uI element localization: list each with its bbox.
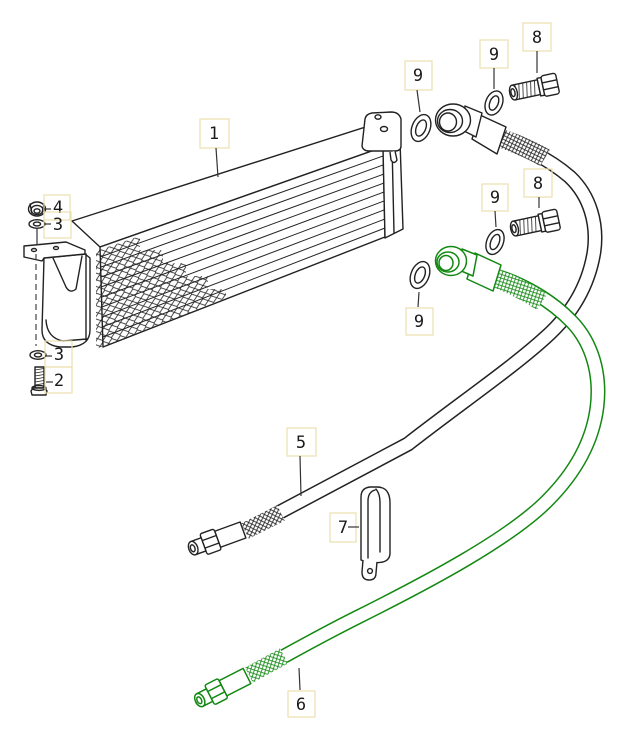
seal-washer-top-inner [484, 90, 504, 116]
hotspot-1[interactable] [199, 118, 230, 149]
retaining-clip [360, 486, 391, 581]
callout-label-8-top: 8 [532, 28, 542, 48]
leader-5 [299, 455, 302, 497]
hose6-banjo-fitting [434, 245, 502, 292]
hotspot-8-middle[interactable] [523, 168, 553, 198]
callout-9-middle[interactable]: 9 [481, 183, 509, 228]
hotspot-9-top-outer[interactable] [404, 60, 433, 91]
hose6-braid-top [489, 268, 548, 310]
callout-label-1: 1 [209, 124, 219, 144]
callout-5[interactable]: 5 [286, 427, 317, 497]
callout-label-6: 6 [296, 695, 306, 715]
callout-label-2: 2 [54, 371, 64, 391]
callout-label-9-top-outer: 9 [413, 66, 423, 86]
callout-6[interactable]: 6 [287, 667, 316, 718]
callout-3-upper[interactable]: 3 [43, 211, 72, 239]
oil-hose-upper [187, 103, 603, 556]
leader-9-top-outer [416, 89, 421, 113]
callout-label-9-top-inner: 9 [489, 45, 499, 65]
callout-9-lower[interactable]: 9 [405, 291, 434, 336]
cooler-mounting-tab [361, 111, 402, 164]
hose5-banjo-fitting [434, 103, 507, 155]
hose5-braid-top [493, 127, 550, 167]
seal-washer-top-outer [410, 113, 432, 143]
leader-9-middle [494, 210, 497, 228]
hotspot-3-upper[interactable] [43, 211, 72, 239]
leader-1 [215, 147, 219, 178]
callout-9-top-outer[interactable]: 9 [404, 60, 433, 113]
leader-6 [298, 667, 301, 691]
callouts: 1 4 3 3 2 9 9 [43, 22, 553, 718]
callout-4[interactable]: 4 [43, 194, 71, 221]
oil-cooler [71, 111, 404, 349]
bracket-hole [30, 247, 38, 253]
callout-label-9-lower: 9 [414, 312, 424, 332]
hotspot-2[interactable] [44, 366, 73, 394]
banjo-bolt-top [508, 72, 560, 101]
callout-8-middle[interactable]: 8 [523, 168, 553, 208]
hotspot-4[interactable] [43, 194, 71, 221]
callout-2[interactable]: 2 [44, 366, 73, 394]
callout-label-9-middle: 9 [490, 188, 500, 208]
bracket-hole [52, 245, 60, 251]
banjo-bolt-middle [509, 208, 561, 237]
hex-nut [27, 201, 47, 217]
hose5-braid-bottom [241, 505, 285, 539]
callout-7[interactable]: 7 [329, 512, 359, 543]
hotspot-9-lower[interactable] [405, 307, 434, 336]
cooler-fin-mesh [96, 236, 226, 349]
hotspot-5[interactable] [286, 427, 317, 457]
callout-label-3-upper: 3 [53, 215, 63, 235]
oil-hose-lower-highlighted [193, 245, 606, 708]
seal-washer-lower [409, 260, 431, 290]
hotspot-6[interactable] [287, 690, 316, 718]
callout-label-3-lower: 3 [54, 345, 64, 365]
callout-label-4: 4 [53, 198, 63, 218]
hose6-braid-bottom [244, 648, 289, 683]
callout-1[interactable]: 1 [199, 118, 230, 178]
lock-washer-lower [29, 350, 47, 361]
screw [30, 366, 48, 396]
lock-washer-upper [28, 218, 46, 229]
callout-label-5: 5 [296, 433, 306, 453]
callout-label-7: 7 [338, 518, 348, 538]
leader-9-lower [417, 291, 420, 308]
callout-9-top-inner[interactable]: 9 [479, 39, 509, 89]
callout-label-8-middle: 8 [533, 174, 543, 194]
bracket-notch [52, 255, 83, 292]
callout-8-top[interactable]: 8 [522, 22, 552, 73]
hose5-end-fitting [187, 521, 247, 556]
hose6-end-fitting [193, 667, 252, 708]
seal-washer-middle [485, 228, 505, 256]
mounting-bracket [23, 241, 91, 348]
bracket-ear-plate [23, 241, 86, 262]
